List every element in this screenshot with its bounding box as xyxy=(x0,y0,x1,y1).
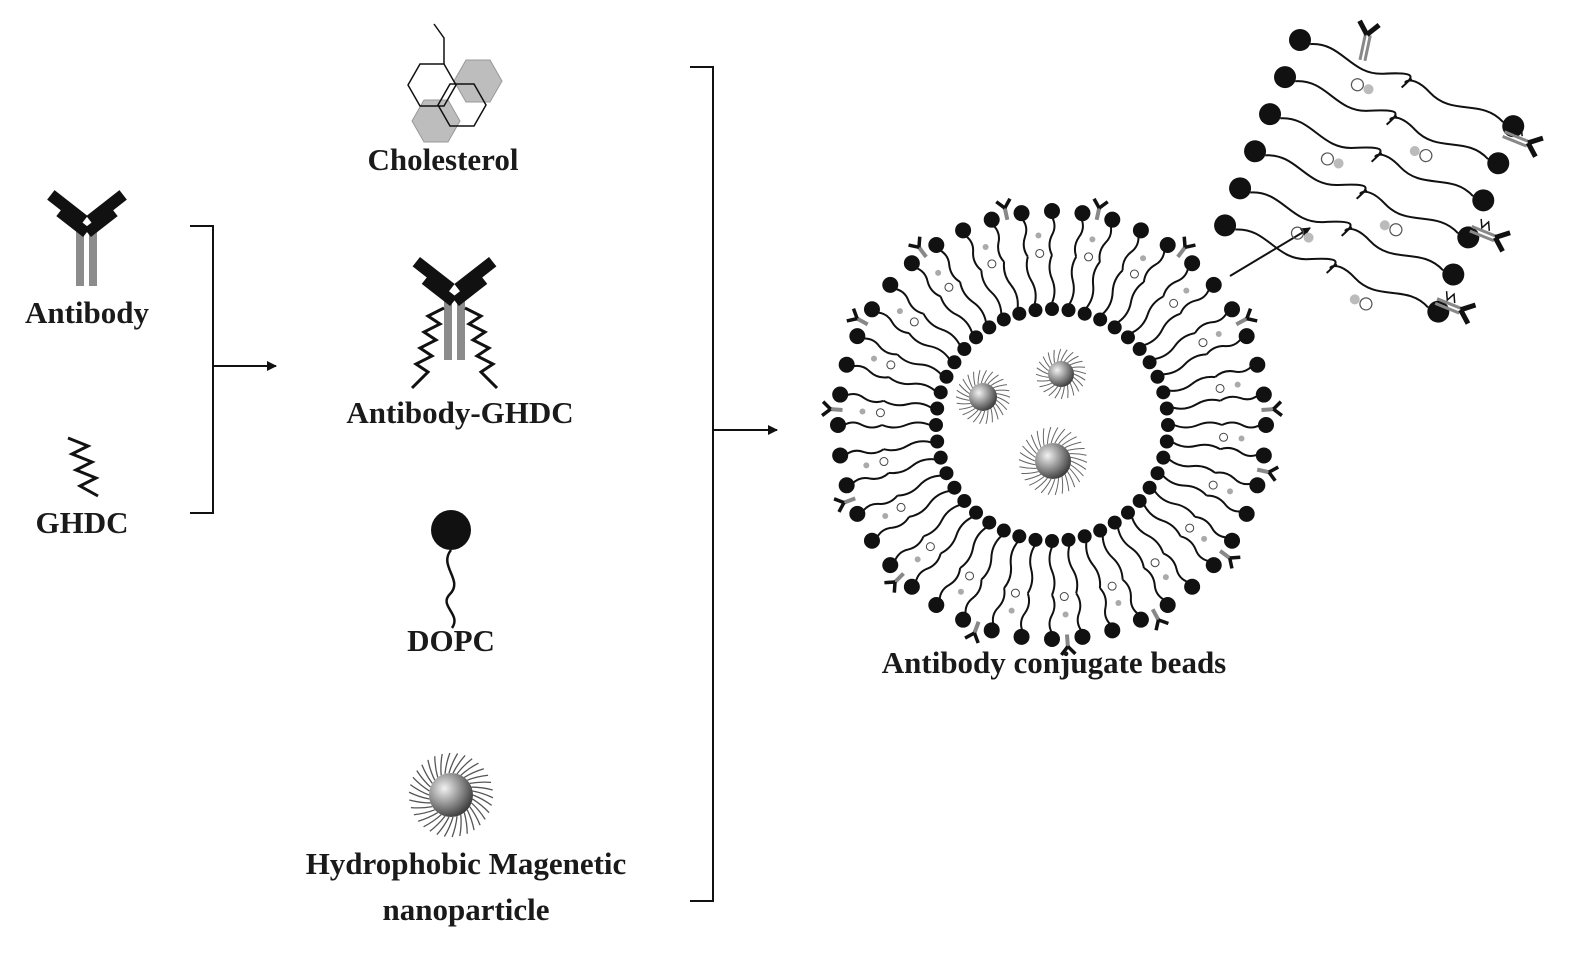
encapsulated-nanoparticle xyxy=(1018,426,1088,496)
ghdc-label: GHDC xyxy=(36,505,129,540)
merge-bracket-middle xyxy=(690,66,778,902)
magnetic-nanoparticle-icon xyxy=(408,752,494,838)
nanoparticle-label-line2: nanoparticle xyxy=(382,892,549,927)
dopc-icon xyxy=(431,510,471,629)
antibody-conjugate-bead xyxy=(821,197,1283,656)
antibody-icon xyxy=(47,190,127,286)
antibody-label: Antibody xyxy=(25,295,150,330)
encapsulated-nanoparticle xyxy=(1035,348,1087,400)
cholesterol-icon xyxy=(407,23,503,143)
nanoparticle-label-line1: Hydrophobic Magenetic xyxy=(306,846,627,881)
bilayer-zoom-inset xyxy=(1214,19,1544,325)
zoom-arrow xyxy=(1229,227,1311,277)
ghdc-icon xyxy=(67,436,100,498)
antibody-ghdc-icon xyxy=(410,256,499,390)
antibody-ghdc-label: Antibody-GHDC xyxy=(346,395,573,430)
beads-label: Antibody conjugate beads xyxy=(882,645,1227,680)
merge-bracket-left xyxy=(190,225,277,514)
dopc-label: DOPC xyxy=(407,623,495,658)
cholesterol-label: Cholesterol xyxy=(368,142,519,177)
encapsulated-nanoparticle xyxy=(955,369,1011,425)
